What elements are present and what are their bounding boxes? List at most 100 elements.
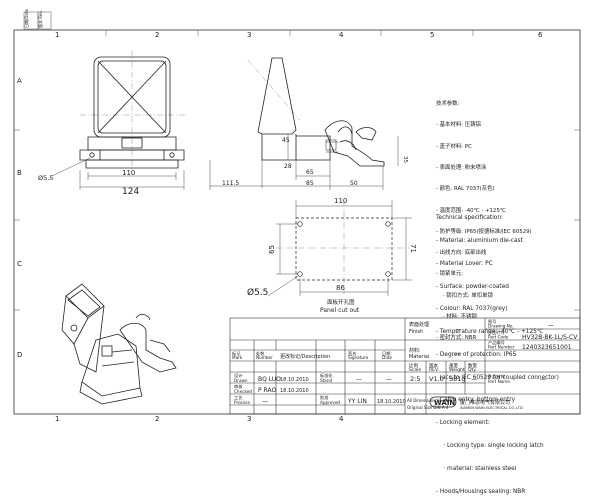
row-process-name: — [262, 398, 268, 405]
cutout-dim-65: 65 [268, 245, 276, 254]
spec-en-line: · Locking type: single locking latch [436, 443, 544, 449]
row-checked-role: 审核 [234, 383, 243, 390]
spec-zh-line: - 锁紧单元: [436, 271, 464, 278]
spec-zh-line: - 出线方向: 底部出线 [436, 250, 487, 257]
spec-en-line: - Material Lover: PC [436, 260, 493, 267]
row-process-role-en: Process [234, 400, 250, 405]
grid-row-labels: A B C D [17, 77, 22, 359]
isometric-view-drawing [61, 283, 177, 405]
grid-col-2: 2 [155, 31, 159, 39]
front-dim-110: 110 [122, 169, 135, 177]
spec-zh-line: 技术参数: [436, 101, 460, 108]
row-process-std: 批准 [320, 394, 328, 401]
technical-drawing-sheet: 版本 Rev. 日期/Date 1 2 3 4 5 6 1 2 3 4 A B … [13, 9, 581, 423]
grid-col-3-bottom: 3 [247, 415, 251, 423]
qty-value: — [471, 375, 478, 383]
part-number-value: 1240323651001 [522, 344, 572, 351]
drawing-no-label-en: Drawing No. [488, 324, 514, 329]
panel-cutout-label-zh: 面板开孔图 [327, 298, 355, 306]
row-drawn-role: 设计 [234, 372, 242, 379]
spec-en-block: Technical specification: - Material: alu… [436, 200, 559, 504]
side-dim-50: 50 [350, 180, 358, 187]
spec-en-line: - Material: aluminium die-cast [436, 237, 523, 244]
title-block-text: 表面处理 Finish — 材料: Material — 图号 Drawing … [232, 319, 578, 410]
weight-label-en: Weight [449, 367, 465, 373]
rev-header-date-en: Date [382, 355, 392, 360]
version-value: V1.0 [429, 375, 444, 383]
row-drawn-name: BQ LUO [258, 376, 281, 383]
side-dim-45: 45 [282, 137, 290, 144]
row-drawn-std-date: — [386, 376, 392, 383]
spec-en-line: - Locking element: [436, 420, 490, 427]
grid-col-5: 5 [430, 31, 434, 39]
part-code-label-en: Part Code [488, 335, 509, 340]
grid-col-4: 4 [339, 31, 344, 39]
drawing-no-label: 图号 [488, 319, 496, 325]
weight-label: 重量 [449, 362, 458, 369]
panel-cutout-label-en: Panel cut out [320, 307, 360, 314]
row-drawn-std-name: — [356, 376, 362, 383]
original-size-note: Original Size DIN A 4 [407, 405, 449, 410]
version-label-en: REV. [429, 367, 439, 373]
spec-zh-line: - 防护等级: IP65(按德标准/IEC 60529) [436, 228, 532, 235]
part-name-label: 产品名称 [488, 373, 505, 380]
row-checked-name: P RAO [258, 387, 276, 394]
grid-tick-marks [14, 30, 580, 311]
rev-strip-bottom: 日期/Date [23, 9, 29, 28]
spec-en-line: - Cable entry: bottom entry [436, 397, 516, 404]
spec-en-line: - Colour: RAL 7037(grey) [436, 306, 508, 313]
grid-col-3: 3 [247, 31, 251, 39]
row-process-role: 工艺 [234, 395, 242, 400]
spec-en-line: (acc.to IEC 60529 for coupled connector) [436, 374, 559, 381]
finish-label: 表面处理 [409, 321, 429, 328]
spec-en-line: - Surface: powder-coated [436, 283, 509, 290]
rev-header-signature: 签名 [348, 350, 356, 357]
row-process-std-en: Approved [320, 400, 340, 405]
cutout-dim-d55: Ø5.5 [247, 287, 268, 298]
row-drawn-std-en: Stand [320, 378, 333, 383]
weight-value: 381g [449, 375, 466, 383]
part-code-value: HV32B-BK-1L/S-CV [522, 334, 578, 341]
qty-label-en: Qty. [468, 367, 477, 373]
grid-col-1-bottom: 1 [55, 415, 59, 423]
row-drawn-role-en: Drawn [234, 378, 248, 383]
side-dim-65: 65 [306, 169, 314, 176]
spec-zh-line: - 颜色: RAL 7037(灰色) [436, 186, 495, 193]
grid-row-c: C [17, 260, 22, 268]
grid-column-labels: 1 2 3 4 5 6 1 2 3 4 [55, 31, 543, 423]
cutout-dim-86: 86 [336, 284, 345, 292]
scale-label-en: Scale [409, 367, 421, 373]
spec-zh-block: 技术参数: - 基本材料: 压铸铝 - 盖子材料: PC - 表面处理: 粉末喷… [436, 87, 532, 349]
grid-row-b: B [17, 169, 22, 177]
spec-zh-line: - 表面处理: 粉末喷涂 [436, 165, 487, 172]
row-process-std-name: YY LIN [347, 398, 367, 405]
finish-label-en: Finish [409, 329, 423, 335]
row-process-std-date: 18.10.2010 [377, 399, 406, 405]
scale-label: 比例 [409, 362, 418, 369]
company-logo-text: WAIN [434, 399, 455, 407]
grid-col-6: 6 [538, 31, 543, 39]
cutout-dim-71: 71 [409, 244, 417, 253]
material-value: — [455, 350, 461, 357]
material-label-en: Material [409, 354, 429, 360]
cutout-dim-110: 110 [334, 197, 347, 205]
spec-en-line: - Temperature range: -40℃ - +125℃ [436, 329, 544, 336]
spec-en-line: - Hoods/Housings sealing: NBR [436, 488, 526, 495]
revision-strip: 版本 Rev. 日期/Date [23, 9, 52, 30]
company-name-zh: 厦门唯恩电气有限公司 [460, 399, 510, 406]
rev-header-mark: 标记 [232, 350, 241, 357]
side-dim-28: 28 [284, 163, 292, 170]
side-dim-85: 85 [306, 180, 314, 187]
rev-strip-top: 版本 Rev. [37, 10, 43, 28]
grid-col-1: 1 [55, 31, 59, 39]
rev-header-signature-en: Signature [348, 355, 369, 360]
side-dim-35: 35 [402, 156, 408, 163]
grid-row-a: A [17, 77, 22, 85]
spec-zh-line: - 基本材料: 压铸铝 [436, 122, 481, 129]
part-number-label: 产品编号 [488, 339, 505, 346]
grid-col-2-bottom: 2 [155, 415, 159, 423]
material-label: 材料: [409, 347, 421, 354]
scale-value: 2:5 [410, 375, 420, 383]
panel-cutout-drawing [267, 200, 412, 297]
spec-en-line: - Degree of protection: IP65 [436, 351, 517, 358]
